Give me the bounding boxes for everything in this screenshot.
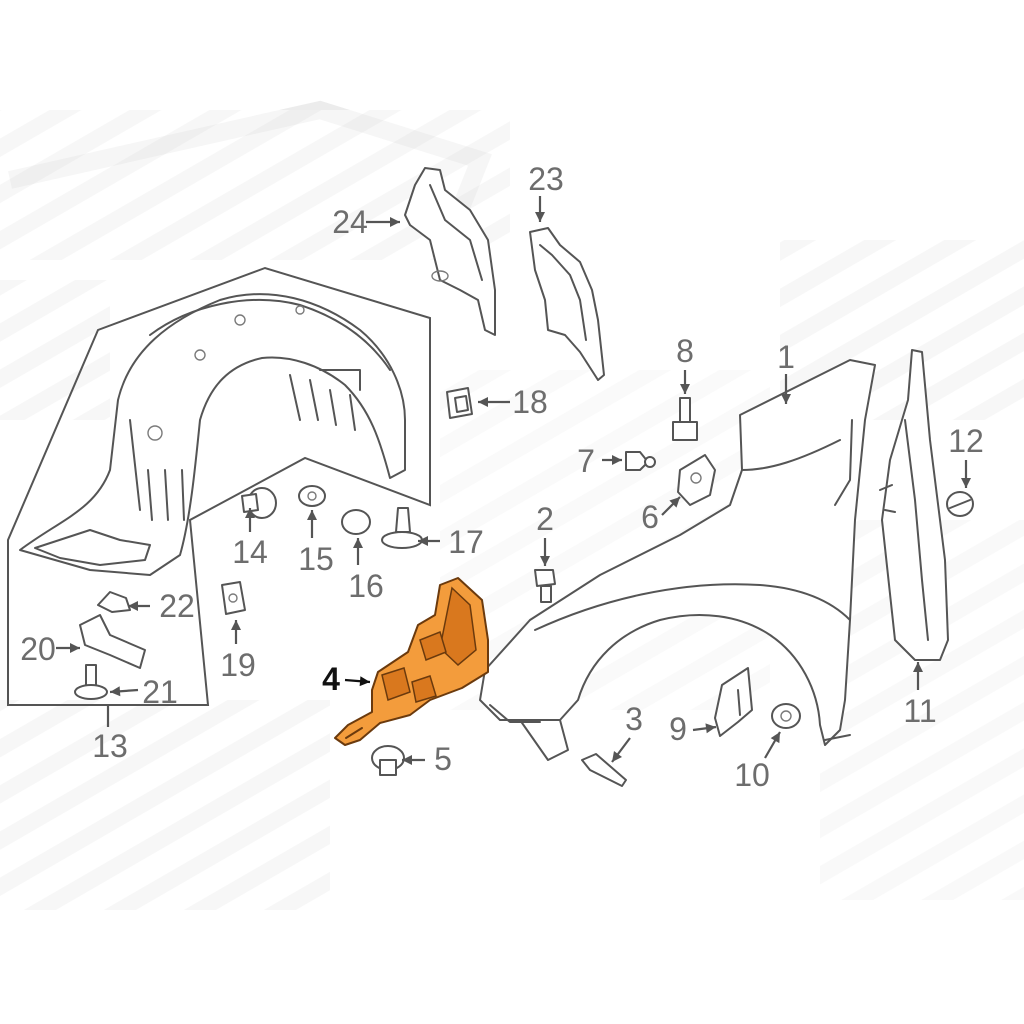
arrowhead-3 [612, 751, 622, 762]
callout-21[interactable]: 21 [142, 674, 178, 710]
leader-arrows [56, 196, 971, 765]
clip-18[interactable] [446, 387, 473, 419]
clip-15[interactable] [298, 485, 326, 507]
screw-21[interactable] [74, 664, 108, 700]
arrowhead-16 [353, 538, 363, 548]
arrowhead-12 [961, 478, 971, 488]
arrowhead-8 [680, 384, 690, 394]
arrowhead-14 [245, 508, 255, 518]
bracket-20[interactable] [79, 614, 146, 669]
arrowhead-23 [535, 212, 545, 222]
bolt-2[interactable] [534, 569, 556, 603]
callout-17[interactable]: 17 [448, 524, 484, 560]
screw-17[interactable] [381, 507, 423, 549]
arrowhead-7 [612, 455, 622, 465]
clip-10[interactable] [771, 703, 801, 729]
fender-side-seal-11[interactable] [879, 349, 949, 661]
callout-labels: 1 2 3 4 5 6 7 8 9 10 11 12 13 14 15 16 1… [20, 161, 984, 793]
callout-18[interactable]: 18 [512, 384, 548, 420]
callout-8[interactable]: 8 [676, 333, 694, 369]
callout-16[interactable]: 16 [348, 568, 384, 604]
arrowhead-17 [418, 536, 428, 546]
splash-shield-24[interactable] [404, 167, 496, 336]
arrowhead-2 [540, 556, 550, 566]
callout-3[interactable]: 3 [625, 701, 643, 737]
callout-24[interactable]: 24 [332, 204, 368, 240]
callout-12[interactable]: 12 [948, 423, 984, 459]
clip-12[interactable] [946, 491, 974, 517]
arrowhead-1 [781, 394, 791, 404]
callout-14[interactable]: 14 [232, 534, 268, 570]
rivet-3[interactable] [581, 753, 627, 787]
arrowhead-10 [770, 732, 780, 744]
clip-16[interactable] [341, 509, 371, 535]
arrowhead-15 [307, 510, 317, 520]
callout-6[interactable]: 6 [641, 499, 659, 535]
clip-14[interactable] [241, 487, 277, 519]
arrowhead-4 [359, 676, 370, 687]
arrowhead-11 [913, 662, 923, 672]
inner-fender-liner[interactable] [19, 293, 406, 576]
callout-1[interactable]: 1 [777, 339, 795, 375]
assembly-13-frame [7, 266, 431, 706]
callout-10[interactable]: 10 [734, 757, 770, 793]
arrowhead-5 [402, 755, 412, 765]
front-fender-bracket-4[interactable] [334, 577, 489, 746]
arrowhead-24 [390, 217, 400, 227]
arrowhead-21 [110, 686, 121, 697]
callout-13[interactable]: 13 [92, 728, 128, 764]
callout-4[interactable]: 4 [322, 661, 340, 697]
bolt-5[interactable] [371, 745, 405, 776]
arrowhead-20 [70, 643, 80, 653]
bracket-6[interactable] [677, 454, 716, 506]
callout-5[interactable]: 5 [434, 741, 452, 777]
callout-15[interactable]: 15 [298, 541, 334, 577]
arrowhead-9 [705, 723, 716, 734]
arrowhead-6 [669, 497, 680, 508]
arrowhead-22 [128, 601, 138, 611]
callout-19[interactable]: 19 [220, 647, 256, 683]
callout-9[interactable]: 9 [669, 711, 687, 747]
bracket-9[interactable] [714, 667, 753, 737]
callout-23[interactable]: 23 [528, 161, 564, 197]
clip-19[interactable] [221, 581, 246, 615]
arrowhead-18 [478, 397, 488, 407]
clip-7[interactable] [625, 451, 656, 471]
callout-22[interactable]: 22 [159, 588, 195, 624]
callout-11[interactable]: 11 [903, 693, 936, 729]
callout-7[interactable]: 7 [577, 443, 595, 479]
arrowhead-19 [231, 620, 241, 630]
callout-20[interactable]: 20 [20, 631, 56, 667]
bracket-22[interactable] [97, 591, 131, 613]
front-fender[interactable] [479, 359, 876, 761]
callout-2[interactable]: 2 [536, 501, 554, 537]
fender-seal-23[interactable] [529, 227, 605, 381]
bolt-8[interactable] [672, 397, 698, 441]
